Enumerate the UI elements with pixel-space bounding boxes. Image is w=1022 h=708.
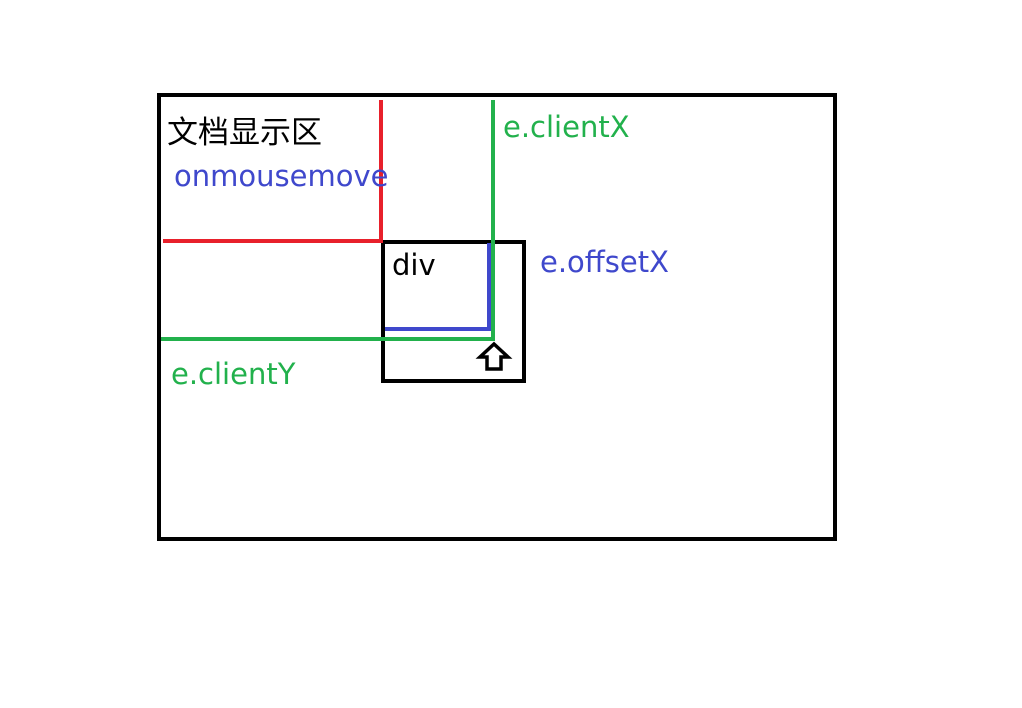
document-area-frame — [157, 93, 837, 541]
arrow-up-outline-icon — [475, 341, 513, 371]
offset-x-label: e.offsetX — [540, 245, 669, 279]
client-x-label: e.clientX — [503, 110, 630, 144]
client-y-label: e.clientY — [171, 357, 296, 391]
div-box — [381, 240, 526, 383]
event-name-label: onmousemove — [174, 159, 388, 193]
div-label: div — [392, 248, 436, 282]
document-area-label: 文档显示区 — [167, 115, 322, 151]
